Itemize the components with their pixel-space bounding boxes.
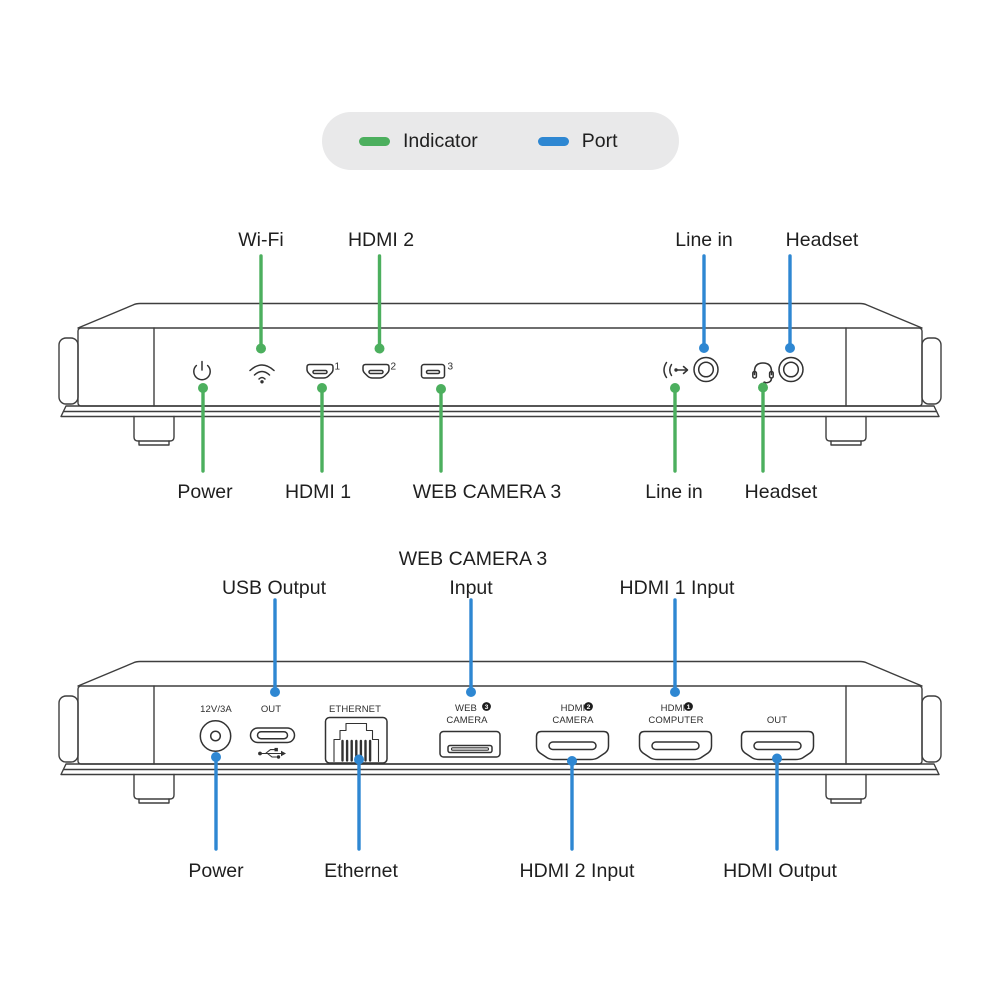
hdmi2-leader-dot [374,343,385,354]
front-label-power: Power [177,481,233,503]
web-camera-number: 3 [485,704,489,711]
dc-power-panel-label: 12V/3A [200,704,232,715]
hdmi2-indicator-icon [362,363,390,379]
rear-label-power: Power [188,860,244,882]
usb-out-panel-label: OUT [261,704,281,715]
rear-leader-lines [211,598,782,851]
headset-port-leader-dot [785,343,795,353]
web-camera-number-badge [482,702,491,711]
usb-c-port [249,727,296,744]
web-camera3-indicator-icon [420,363,446,379]
usb-a-web-camera-port [439,730,501,758]
rear-label-web-camera3-line1: WEB CAMERA 3 [398,548,548,570]
legend-port-label: Port [581,129,618,152]
rear-label-hdmi1-input: HDMI 1 Input [619,577,735,599]
rear-label-hdmi2-input: HDMI 2 Input [519,860,635,882]
rear-panel: 12V/3A OUT ETHERNET WEB 3 CAMERA HDMI 2 … [199,702,815,764]
rear-label-web-camera3-line2: Input [449,577,493,599]
hdmi-camera-panel-label: HDMI [561,703,586,714]
hdmi2-indicator-number: 2 [391,362,397,373]
hdmi-computer-number-badge [684,702,693,711]
headset-indicator-icon [752,362,774,385]
front-device-chassis [58,302,942,446]
usb-icon [258,747,286,759]
rear-label-usb-output: USB Output [221,577,327,599]
legend-item-port: Port [537,129,618,153]
power-indicator-icon [193,360,211,381]
front-panel: 1 2 3 [193,356,804,385]
web-camera3-input-leader-dot [466,687,476,697]
web-camera-panel-label: CAMERA [446,715,488,726]
rear-label-hdmi-output: HDMI Output [723,860,837,882]
hdmi-camera-panel-label2: CAMERA [552,715,594,726]
ethernet-panel-label: ETHERNET [329,704,381,715]
legend: Indicator Port [322,112,679,170]
front-label-hdmi2: HDMI 2 [347,229,415,251]
dc-power-jack-port [199,720,232,752]
hdmi1-input-leader-dot [670,687,680,697]
front-label-line-in-top: Line in [675,229,733,251]
rear-label-ethernet: Ethernet [324,860,398,882]
port-swatch-icon [537,136,569,146]
front-label-headset-top: Headset [785,229,859,251]
headset-jack-port [778,356,804,383]
front-label-headset-bottom: Headset [744,481,818,503]
front-label-line-in-bottom: Line in [645,481,703,503]
legend-item-indicator: Indicator [359,130,478,153]
hdmi-computer-port [638,730,713,761]
wifi-leader-dot [256,343,266,354]
front-label-web-camera3: WEB CAMERA 3 [412,481,562,503]
line-in-jack-port [693,356,719,383]
hdmi-computer-panel-label: HDMI [661,703,686,714]
hdmi-computer-number: 1 [687,704,691,711]
hdmi-camera-port [535,730,610,761]
legend-indicator-label: Indicator [403,129,478,152]
front-label-hdmi1: HDMI 1 [284,481,352,503]
web-camera3-indicator-number: 3 [448,362,454,373]
line-in-port-leader-dot [699,343,709,353]
front-leader-lines [198,254,795,473]
wifi-indicator-icon [249,364,275,384]
hdmi-camera-number: 2 [587,704,591,711]
usb-output-leader-dot [270,687,280,697]
hdmi-computer-panel-label2: COMPUTER [648,715,703,726]
web-panel-label: WEB [455,703,477,714]
hdmi-camera-number-badge [584,702,593,711]
front-label-wifi: Wi-Fi [238,229,284,251]
hdmi1-indicator-icon [306,363,334,379]
line-in-indicator-icon [663,361,689,379]
hdmi1-indicator-number: 1 [335,362,341,373]
hdmi-out-panel-label: OUT [767,715,787,726]
indicator-swatch-icon [359,136,390,146]
